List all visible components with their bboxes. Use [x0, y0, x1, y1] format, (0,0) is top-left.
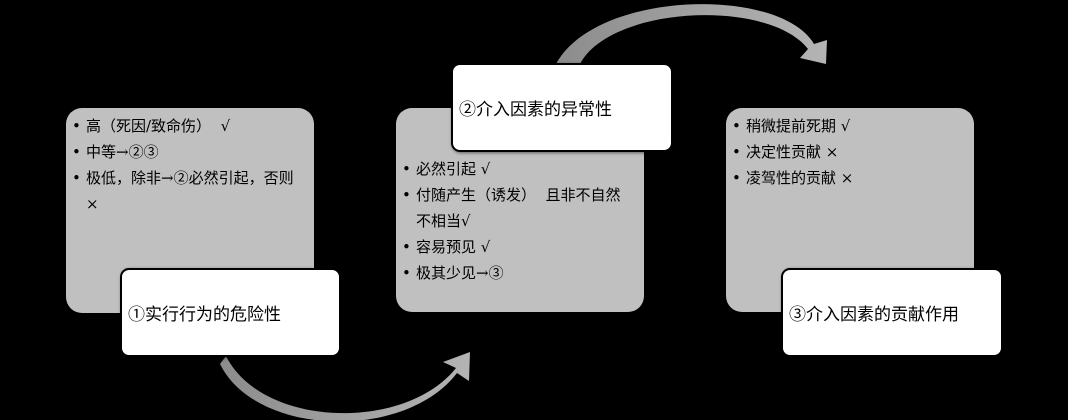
step1-bullet-item: 极低，除非→②必然引起，否则 ×: [72, 165, 304, 217]
step3-title: ③介入因素的贡献作用: [781, 268, 1003, 357]
step2-bullet-item: 必然引起 √: [402, 156, 628, 182]
step3-bullet-item: 决定性贡献 ×: [732, 139, 964, 165]
arrow-step1-to-step2: [220, 352, 470, 420]
step2-title: ②介入因素的异常性: [451, 63, 673, 152]
step2-bullet-item: 付随产生（诱发） 且非不自然不相当√: [402, 182, 628, 234]
step2-bullet-list: 必然引起 √ 付随产生（诱发） 且非不自然不相当√ 容易预见 √ 极其少见→③: [402, 156, 628, 286]
step1-bullet-list: 高（死因/致命伤） √ 中等→②③ 极低，除非→②必然引起，否则 ×: [72, 113, 304, 217]
step3-bullet-list: 稍微提前死期 √ 决定性贡献 × 凌驾性的贡献 ×: [732, 113, 964, 191]
step2-bullet-item: 容易预见 √: [402, 234, 628, 260]
step2-bullet-item: 极其少见→③: [402, 260, 628, 286]
step1-bullet-item: 中等→②③: [72, 139, 304, 165]
arrow-step2-to-step3: [556, 4, 827, 64]
step3-bullet-item: 凌驾性的贡献 ×: [732, 165, 964, 191]
step1-bullet-item: 高（死因/致命伤） √: [72, 113, 304, 139]
step1-title: ①实行行为的危险性: [120, 268, 341, 357]
step3-bullet-item: 稍微提前死期 √: [732, 113, 964, 139]
